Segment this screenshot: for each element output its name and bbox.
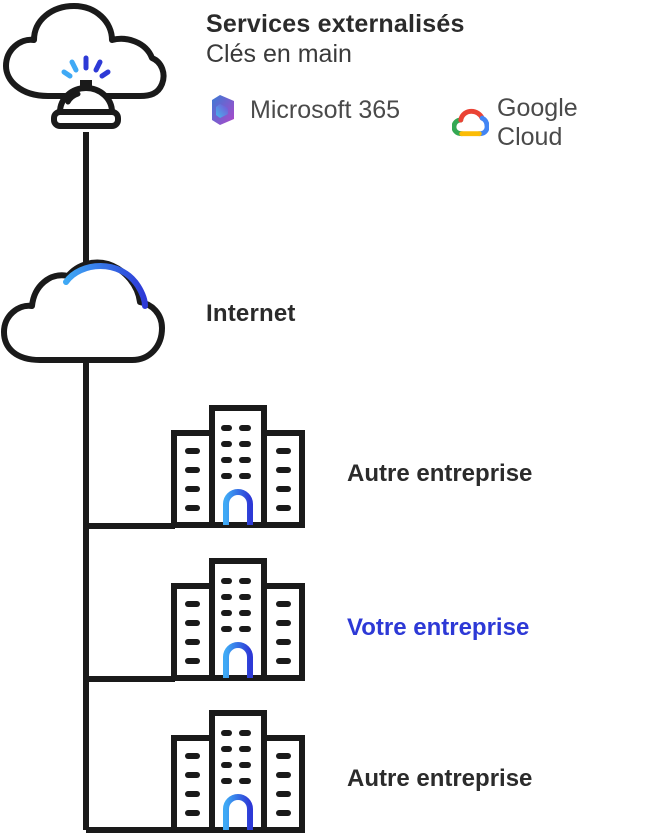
company-label-2-highlighted: Votre entreprise: [347, 614, 530, 641]
internet-cloud-icon: [1, 259, 165, 363]
services-cloud-icon: [3, 3, 167, 129]
services-title: Services externalisés: [206, 10, 465, 38]
internet-label: Internet: [206, 300, 296, 327]
microsoft-365-logo-icon: [212, 95, 234, 125]
company-label-3: Autre entreprise: [347, 765, 533, 792]
provider-google: Google Cloud: [452, 94, 646, 152]
company-label-1: Autre entreprise: [347, 460, 533, 487]
provider-microsoft-label: Microsoft 365: [250, 95, 401, 124]
provider-microsoft: Microsoft 365: [206, 92, 400, 128]
building-icon-3: [174, 713, 302, 830]
service-bell-icon: [51, 55, 121, 129]
building-icon-2: [174, 561, 302, 678]
provider-google-label: Google Cloud: [497, 94, 578, 151]
google-cloud-logo-icon: [452, 108, 490, 137]
services-subtitle: Clés en main: [206, 40, 352, 68]
building-icon-1: [174, 408, 302, 525]
